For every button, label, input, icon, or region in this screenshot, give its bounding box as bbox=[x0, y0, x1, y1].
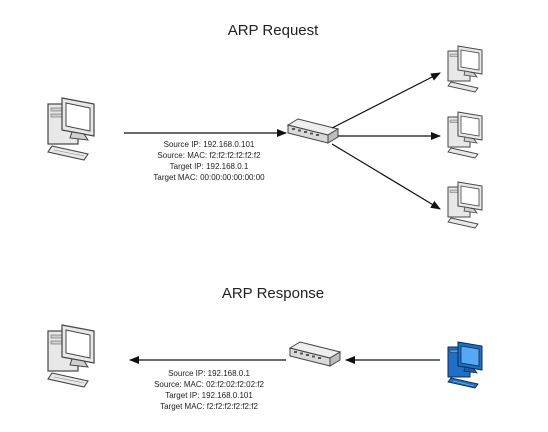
request-target-computer-2-icon bbox=[447, 111, 483, 159]
arp-response-packet-info: Source IP: 192.168.0.1 Source: MAC: 02:f… bbox=[124, 368, 294, 412]
arp-response-title: ARP Response bbox=[221, 285, 325, 302]
response-target-mac: Target MAC: f2:f2:f2:f2:f2:f2 bbox=[160, 402, 258, 411]
response-source-mac: Source: MAC: 02:f2:02:f2:02:f2 bbox=[154, 380, 264, 389]
response-switch-icon bbox=[289, 341, 341, 367]
request-target-computer-3-icon bbox=[447, 181, 483, 229]
request-sender-computer-icon bbox=[47, 97, 95, 161]
response-receiver-computer-icon bbox=[47, 324, 95, 388]
response-sender-computer-icon bbox=[447, 341, 483, 389]
request-target-ip: Target IP: 192.168.0.1 bbox=[169, 162, 249, 171]
request-arrow-to-host-3 bbox=[331, 143, 441, 210]
request-source-mac: Source: MAC: f2:f2:f2:f2:f2:f2 bbox=[157, 151, 261, 160]
request-arrow-to-host-1 bbox=[331, 72, 441, 129]
request-source-ip: Source IP: 192.168.0.101 bbox=[163, 140, 255, 149]
response-target-ip: Target IP: 192.168.0.101 bbox=[165, 391, 253, 400]
arp-request-title: ARP Request bbox=[227, 22, 319, 39]
request-switch-icon bbox=[287, 118, 339, 144]
request-target-computer-1-icon bbox=[447, 45, 483, 93]
arp-request-packet-info: Source IP: 192.168.0.101 Source: MAC: f2… bbox=[124, 139, 294, 183]
response-source-ip: Source IP: 192.168.0.1 bbox=[168, 369, 250, 378]
request-target-mac: Target MAC: 00:00:00:00:00:00 bbox=[153, 173, 265, 182]
